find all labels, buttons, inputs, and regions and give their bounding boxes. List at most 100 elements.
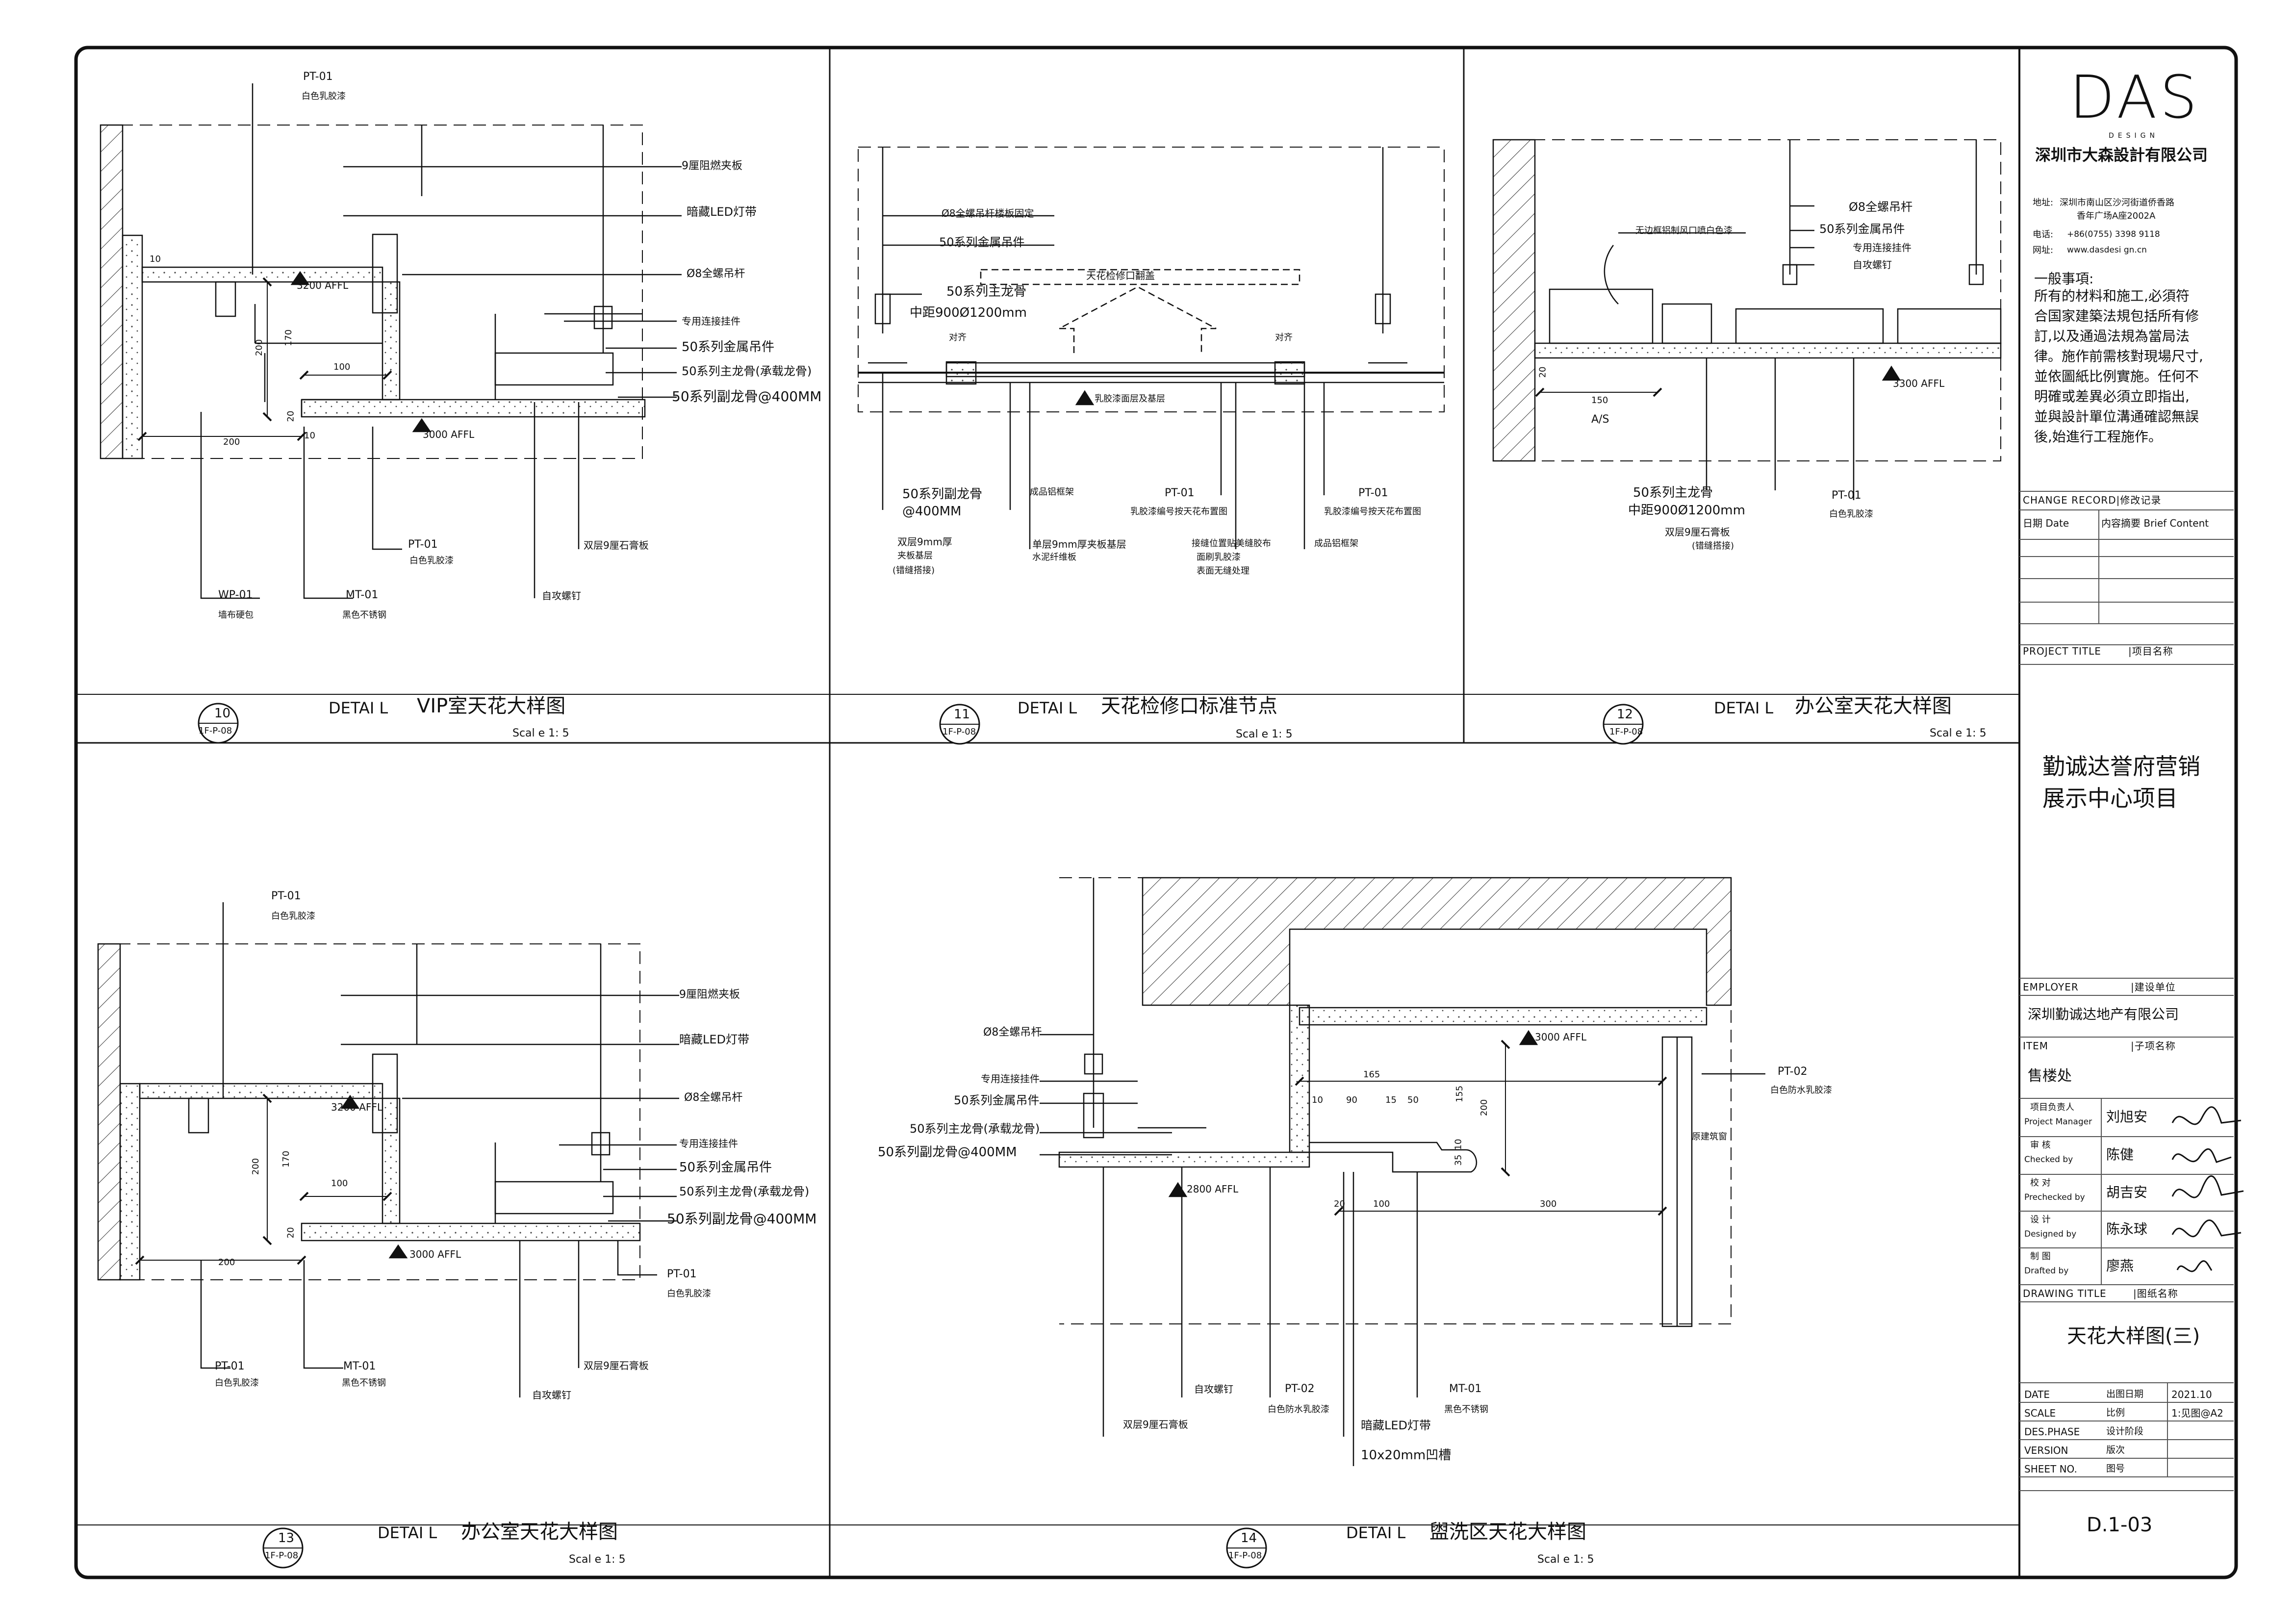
- meta-label: SHEET NO.: [2024, 1463, 2077, 1475]
- d10-wp01-desc: 墙布硬包: [218, 610, 254, 620]
- d13-pt01-top-desc: 白色乳胶漆: [271, 911, 315, 921]
- d13-led: 暗藏LED灯带: [679, 1033, 750, 1046]
- detail-11-title: 天花检修口标准节点: [1101, 695, 1277, 717]
- d14-aff-bot: 2800 AFFL: [1187, 1183, 1239, 1195]
- d10-dim-10b: 10: [304, 431, 315, 441]
- detail-10-number: 10: [214, 706, 231, 721]
- d12-hanger: 专用连接挂件: [1853, 242, 1912, 254]
- phone-value: +86(0755) 3398 9118: [2067, 229, 2160, 239]
- d13-board9: 9厘阻燃夹板: [679, 989, 740, 1001]
- d10-pt01-top: PT-01: [303, 71, 333, 83]
- staff-role-cn: 审 核: [2030, 1140, 2051, 1150]
- staff-role-en: Project Manager: [2024, 1117, 2092, 1127]
- drawing-title-label: DRAWING TITLE: [2023, 1288, 2107, 1299]
- web-value: www.dasdesi gn.cn: [2067, 245, 2147, 255]
- d12-rod8: Ø8全螺吊杆: [1849, 200, 1913, 214]
- staff-role-cn: 校 对: [2030, 1178, 2051, 1188]
- d11-pt01-b-desc: 乳胶漆编号按天花布置图: [1324, 507, 1421, 517]
- d14-screw: 自攻螺钉: [1194, 1383, 1233, 1395]
- d13-metal-hanger: 50系列金属吊件: [679, 1160, 772, 1175]
- d11-seam2: 面刷乳胶漆: [1197, 552, 1241, 562]
- d12-pt01: PT-01: [1832, 489, 1861, 502]
- detail-13-title: 办公室天花大样图: [461, 1521, 618, 1543]
- d11-board-a1: 双层9mm厚: [897, 536, 952, 548]
- detail-14-scale: Scal e 1: 5: [1537, 1553, 1594, 1566]
- project-title-cn: |项目名称: [2128, 645, 2173, 657]
- d11-main-keel2: 中距900Ø1200mm: [910, 305, 1027, 320]
- d10-dim-170: 170: [283, 329, 294, 347]
- d10-wp01: WP-01: [218, 589, 253, 601]
- d13-dim-170: 170: [281, 1150, 292, 1168]
- employer-value: 深圳勤诚达地产有限公司: [2028, 1006, 2179, 1022]
- d13-dim-200b: 200: [218, 1257, 235, 1268]
- d11-main-keel: 50系列主龙骨: [946, 284, 1027, 299]
- d11-frame2: 成品铝框架: [1314, 538, 1358, 549]
- d11-seam3: 表面无缝处理: [1197, 566, 1249, 576]
- general-heading: 一般事項:: [2034, 271, 2094, 287]
- d14-dim-200: 200: [1479, 1099, 1490, 1116]
- d11-seam1: 接缝位置贴美缝胶布: [1192, 538, 1271, 549]
- date-column-header: 日期 Date: [2023, 517, 2069, 529]
- d14-dim-10v: 10: [1453, 1139, 1464, 1150]
- detail-10-scale: Scal e 1: 5: [512, 727, 569, 739]
- d14-rod8: Ø8全螺吊杆: [983, 1026, 1042, 1039]
- d10-dim-200b: 200: [223, 437, 240, 447]
- d14-dim-10: 10: [1312, 1095, 1323, 1105]
- address-line2: 香年广场A座2002A: [2077, 211, 2156, 221]
- d11-pt01-b: PT-01: [1358, 487, 1388, 499]
- d12-metal-hanger: 50系列金属吊件: [1819, 222, 1905, 236]
- d10-hanger: 专用连接挂件: [682, 315, 740, 327]
- d14-pt02-r: PT-02: [1778, 1066, 1808, 1078]
- d10-board9: 9厘阻燃夹板: [682, 160, 742, 172]
- d14-dim-100: 100: [1373, 1199, 1390, 1209]
- item-value: 售楼处: [2028, 1067, 2072, 1085]
- d12-main-keel: 50系列主龙骨: [1633, 485, 1713, 500]
- detail-14-prefix: DETAI L: [1346, 1523, 1406, 1542]
- detail-11-number: 11: [954, 707, 970, 722]
- d14-dim-50: 50: [1407, 1095, 1419, 1105]
- d13-dim-200a: 200: [251, 1158, 261, 1175]
- d11-align1: 对齐: [949, 332, 967, 343]
- meta-label-cn: 版次: [2106, 1445, 2125, 1455]
- detail-14-ref: 1F-P-08: [1228, 1550, 1262, 1561]
- d13-sub-keel: 50系列副龙骨@400MM: [667, 1211, 817, 1227]
- d12-gypsum: 双层9厘石膏板: [1665, 526, 1730, 538]
- address-line1: 深圳市南山区沙河街道侨香路: [2060, 198, 2174, 208]
- meta-label-cn: 图号: [2106, 1463, 2125, 1474]
- detail-13-scale: Scal e 1: 5: [569, 1553, 626, 1566]
- d10-sub-keel: 50系列副龙骨@400MM: [672, 388, 822, 405]
- detail-12-scale: Scal e 1: 5: [1930, 727, 1987, 739]
- d10-main-keel: 50系列主龙骨(承载龙骨): [682, 364, 812, 378]
- d11-sub-keel: 50系列副龙骨: [902, 487, 983, 502]
- d11-label-center: 乳胶漆面层及基层: [1095, 394, 1165, 404]
- meta-label-cn: 比例: [2106, 1407, 2125, 1418]
- d11-access: 天花检修口翻盖: [1086, 270, 1155, 281]
- d13-aff-bot: 3000 AFFL: [409, 1248, 461, 1260]
- detail-11-scale: Scal e 1: 5: [1236, 728, 1293, 740]
- d10-pt01-top-desc: 白色乳胶漆: [302, 91, 346, 102]
- d13-pt01-l-desc: 白色乳胶漆: [215, 1378, 259, 1388]
- d10-metal-hanger: 50系列金属吊件: [682, 340, 775, 355]
- d11-sub-keel2: @400MM: [902, 504, 962, 519]
- detail-10-ref: 1F-P-08: [199, 726, 232, 736]
- employer-label: EMPLOYER: [2023, 981, 2079, 993]
- d14-pt02-r-desc: 白色防水乳胶漆: [1770, 1085, 1832, 1095]
- d11-frame: 成品铝框架: [1030, 487, 1074, 497]
- meta-label: VERSION: [2024, 1445, 2068, 1456]
- company-name: 深圳市大森設計有限公司: [2035, 146, 2208, 164]
- d11-board-a2: 夹板基层: [897, 551, 933, 561]
- titleblock-grid: [2019, 491, 2234, 1491]
- general-note-line: 合国家建築法規包括所有修: [2034, 308, 2199, 324]
- d10-dim-100: 100: [333, 362, 351, 372]
- d12-vent: 无边框铝制风口喷白色漆: [1635, 226, 1733, 236]
- d10-led: 暗藏LED灯带: [687, 205, 757, 219]
- staff-role-en: Designed by: [2024, 1229, 2077, 1239]
- staff-role-cn: 设 计: [2030, 1215, 2051, 1225]
- project-name-line1: 勤诚达誉府营销: [2042, 753, 2200, 780]
- d12-dim-20: 20: [1537, 366, 1548, 378]
- d14-dim-300: 300: [1540, 1199, 1557, 1209]
- project-title-label: PROJECT TITLE: [2023, 645, 2101, 657]
- d14-dim-20: 20: [1334, 1199, 1345, 1209]
- web-label: 网址:: [2033, 245, 2054, 255]
